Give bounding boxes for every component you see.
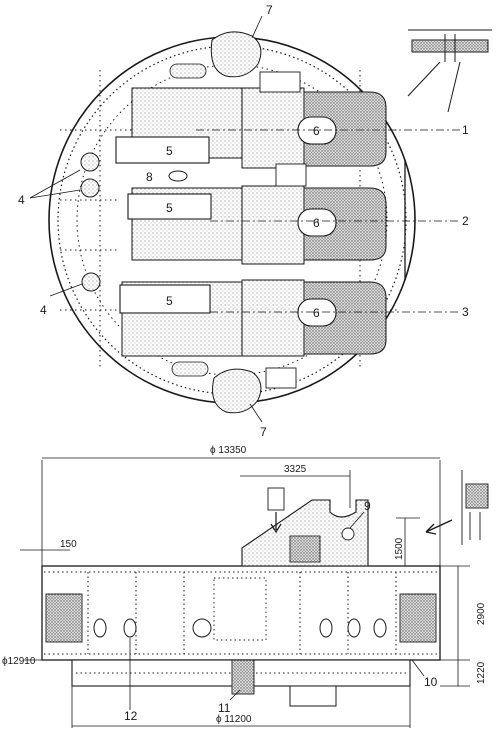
mech-bottom	[265, 367, 297, 389]
dim-overall	[41, 457, 441, 566]
label-breech-1: 5	[166, 144, 173, 158]
label-10: 10	[424, 675, 438, 689]
mech-mid	[275, 163, 307, 187]
label-port-3: 6	[313, 306, 320, 320]
label-11: 11	[218, 701, 231, 715]
gun-bay-3	[119, 279, 387, 357]
drum-centre-panel	[213, 577, 267, 641]
dim-inner-left: ϕ12910	[2, 656, 36, 667]
label-hoist-top: 7	[266, 3, 273, 17]
drum-body	[41, 565, 441, 661]
inset-detail-top	[407, 29, 492, 113]
small-oval	[168, 170, 188, 182]
label-breech-3: 5	[166, 294, 173, 308]
dim-left-label: 150	[60, 539, 77, 550]
gun-mount	[241, 499, 369, 567]
label-small-oval: 8	[146, 170, 153, 184]
label-breech-2: 5	[166, 201, 173, 215]
elevation-view: ϕ 13350 3325 150 1500 2900 1220	[2, 445, 489, 728]
opening-b	[80, 178, 100, 198]
side-plate-top	[169, 63, 207, 79]
drum-panel-rivets	[87, 572, 397, 654]
dim-height-lower: 1220	[476, 661, 487, 684]
label-port-1: 6	[313, 124, 320, 138]
label-turret-1: 1	[462, 123, 469, 137]
side-block-right	[399, 593, 437, 643]
label-hoist-bottom: 7	[260, 425, 267, 439]
dim-height-mid: 2900	[476, 602, 487, 625]
side-plate-bottom	[171, 361, 209, 377]
side-block-left	[45, 593, 83, 643]
label-opening-a: 4	[18, 193, 25, 207]
dim-heights	[396, 517, 470, 687]
leaders-plan	[29, 15, 263, 423]
label-turret-3: 3	[462, 305, 469, 319]
hoist-top	[210, 31, 262, 78]
opening-a	[80, 152, 100, 172]
opening-c	[81, 272, 101, 292]
label-12: 12	[124, 709, 138, 723]
gun-mount-block	[289, 535, 321, 563]
gun-mount-bore	[341, 527, 355, 541]
mech-top	[259, 71, 301, 93]
hoist-bottom	[212, 368, 262, 414]
dim-overall-diameter: ϕ 13350	[210, 445, 247, 456]
base-block-11	[231, 659, 255, 695]
inset-detail-side	[461, 470, 489, 545]
label-opening-b: 4	[40, 303, 47, 317]
label-9: 9	[364, 499, 371, 513]
label-port-2: 6	[313, 216, 320, 230]
base-block-center	[289, 685, 337, 707]
arrow-source	[267, 487, 285, 511]
plan-view: 7 7 1 2 3 5 5 5 6 6 6 8 4 4	[18, 3, 492, 439]
arrow-left	[425, 519, 453, 535]
dim-offset	[240, 470, 351, 508]
arrow-down	[270, 512, 282, 534]
leaders-elevation	[24, 511, 425, 710]
dim-height-upper: 1500	[394, 537, 405, 560]
dim-base-diameter: ϕ 11200	[216, 714, 252, 725]
gun-bay-1	[115, 87, 387, 169]
dim-base	[71, 686, 411, 728]
label-turret-2: 2	[462, 214, 469, 228]
gun-bay-2	[127, 185, 387, 265]
centre-lines	[196, 129, 460, 313]
dim-offset-label: 3325	[284, 464, 307, 475]
portholes	[93, 618, 387, 638]
